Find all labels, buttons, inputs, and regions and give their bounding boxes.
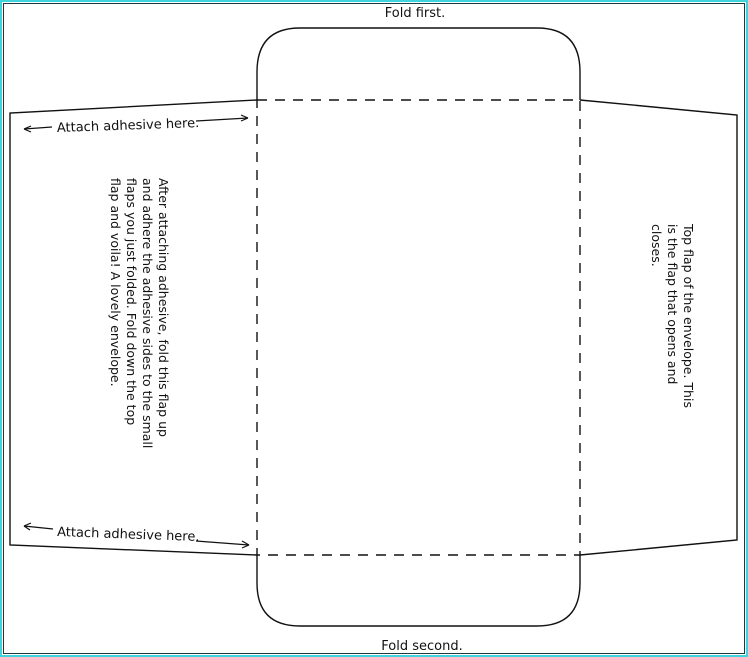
- attach-bottom-label: Attach adhesive here.: [57, 525, 200, 545]
- attach-bottom: Attach adhesive here.: [23, 522, 250, 549]
- description-line: is the flap that opens and: [665, 224, 680, 384]
- instruction-line: After attaching adhesive, fold this flap…: [156, 178, 171, 437]
- description-line: Top flap of the envelope. This: [681, 223, 696, 408]
- arrow-left-icon: [23, 525, 54, 530]
- top-fold-flap: [256, 27, 581, 100]
- fold-second-label: Fold second.: [381, 639, 462, 654]
- arrow-right-icon: [195, 117, 249, 122]
- fold-first-label: Fold first.: [385, 6, 446, 21]
- attach-top: Attach adhesive here.: [23, 114, 249, 136]
- left-flap-instructions: After attaching adhesive, fold this flap…: [108, 178, 171, 448]
- instruction-line: and adhere the adhesive sides to the sma…: [140, 178, 155, 448]
- left-flap: [9, 99, 258, 556]
- instruction-line: flap and voila! A lovely envelope.: [108, 178, 123, 387]
- arrow-left-icon: [23, 126, 53, 130]
- right-flap: [579, 99, 738, 556]
- attach-top-label: Attach adhesive here.: [57, 116, 200, 136]
- arrow-right-icon: [195, 540, 250, 546]
- bottom-fold-flap: [256, 555, 581, 627]
- instruction-line: flaps you just folded. Fold down the top: [124, 178, 139, 425]
- right-flap-description: Top flap of the envelope. This is the fl…: [649, 223, 696, 408]
- description-line: closes.: [649, 224, 664, 267]
- fold-lines: [256, 99, 581, 556]
- inner-frame: [3, 3, 745, 654]
